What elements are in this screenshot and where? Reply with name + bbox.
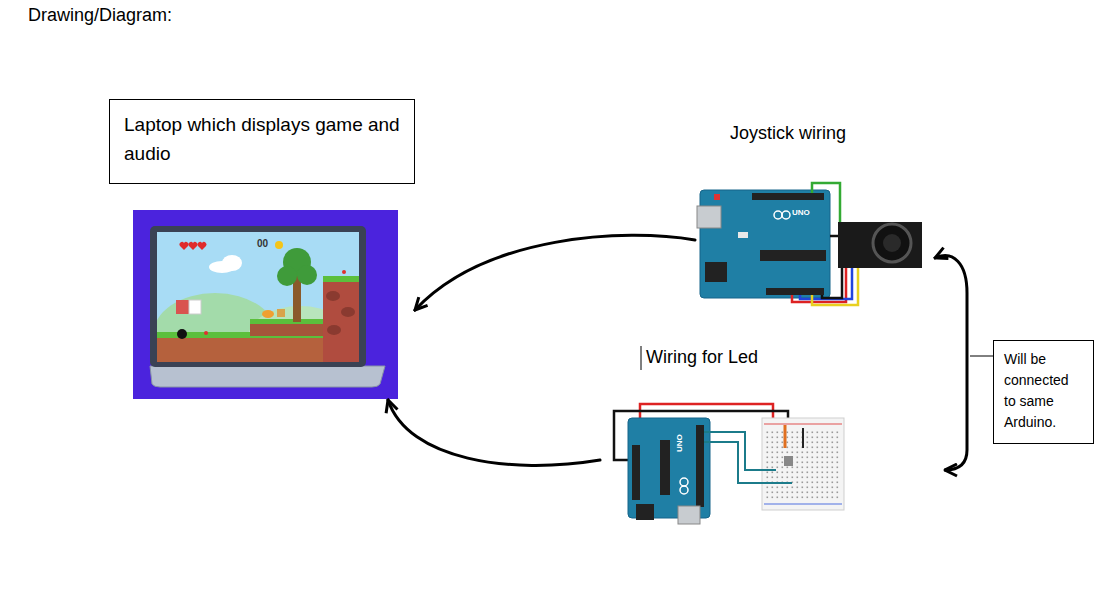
connector-arrow xyxy=(415,235,695,310)
wiring-group: Joystick wiring xyxy=(695,122,935,305)
section-heading: Joystick wiring xyxy=(730,122,846,145)
connector-arrow xyxy=(388,400,600,465)
board-logo: UNO xyxy=(792,209,810,217)
board-logo: UNO xyxy=(676,434,684,452)
section-heading: Wiring for Led xyxy=(646,346,758,369)
connector-arrow xyxy=(935,256,967,470)
box-text: Laptop which displays game and audio xyxy=(124,110,400,168)
text-cursor xyxy=(641,346,642,370)
leader-line xyxy=(970,356,993,357)
laptop-group: Laptop which displays game and audio xyxy=(109,99,415,400)
diagram-title: Drawing/Diagram: xyxy=(28,5,172,26)
label-box: Laptop which displays game and audio xyxy=(109,99,415,184)
laptop-picture xyxy=(133,210,398,399)
note-box: Will be connected to same Arduino. xyxy=(993,340,1094,444)
joystick-arduino-picture xyxy=(697,183,922,305)
led-arduino-picture xyxy=(614,404,844,524)
wiring-group: Wiring for Led xyxy=(600,346,945,526)
score-text: 00 xyxy=(257,239,268,249)
note-text: Will be connected to same Arduino. xyxy=(1004,349,1083,433)
